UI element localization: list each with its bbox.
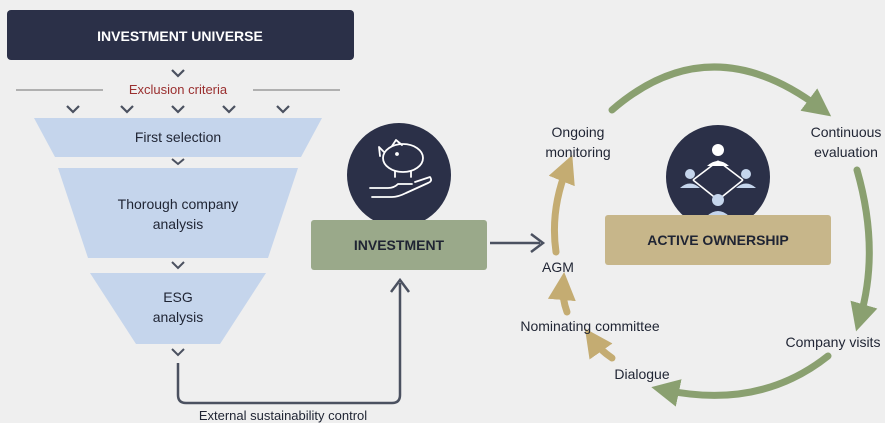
chevron-down-icon — [171, 261, 185, 270]
exclusion-criteria-label: Exclusion criteria — [129, 82, 228, 97]
step-continuous-evaluation: Continuous — [811, 124, 882, 140]
exclusion-chevrons — [66, 105, 290, 114]
chevron-down-icon — [120, 105, 134, 114]
arrow-right-icon — [530, 233, 546, 253]
cycle-arc-agm — [548, 155, 575, 256]
cycle-arc-bottom — [651, 352, 832, 407]
external-control-label: External sustainability control — [199, 408, 367, 423]
chevron-down-icon — [171, 69, 185, 78]
step-ongoing-monitoring: monitoring — [545, 144, 610, 160]
people-network-icon — [680, 144, 756, 216]
chevron-down-icon — [66, 105, 80, 114]
active-ownership-box — [605, 215, 831, 265]
investment-universe-box — [7, 10, 354, 60]
cycle-arc-dialogue — [584, 328, 616, 362]
piggy-bank-icon-circle — [347, 123, 451, 227]
external-control-connector — [176, 283, 402, 405]
cycle-arc-top — [608, 63, 832, 117]
investment-label: INVESTMENT — [354, 237, 445, 253]
chevron-down-icon — [171, 158, 185, 166]
chevron-down-icon — [171, 105, 185, 114]
funnel-stage-esg-analysis — [90, 273, 266, 344]
funnel-stage-label: analysis — [153, 309, 204, 325]
active-ownership-label: ACTIVE OWNERSHIP — [647, 232, 789, 248]
investment-box — [311, 220, 487, 270]
step-continuous-evaluation: evaluation — [814, 144, 878, 160]
step-ongoing-monitoring: Ongoing — [552, 124, 605, 140]
funnel-stage-first-selection — [34, 118, 322, 157]
step-agm: AGM — [542, 259, 574, 275]
funnel-stage-label: analysis — [153, 216, 204, 232]
cycle-arc-right — [850, 166, 878, 332]
chevron-down-icon — [222, 105, 236, 114]
people-network-icon-circle — [666, 125, 770, 229]
step-company-visits: Company visits — [786, 334, 881, 350]
step-dialogue: Dialogue — [614, 366, 669, 382]
funnel-stage-company-analysis — [58, 168, 298, 258]
chevron-down-icon — [171, 348, 185, 357]
cycle-arc-committee — [547, 272, 576, 316]
funnel-stage-label: ESG — [163, 289, 193, 305]
investment-universe-label: INVESTMENT UNIVERSE — [97, 28, 263, 44]
funnel-stage-label: First selection — [135, 129, 221, 145]
step-nominating-committee: Nominating committee — [520, 318, 659, 334]
piggy-bank-hand-icon — [369, 139, 433, 198]
chevron-down-icon — [276, 105, 290, 114]
arrow-up-icon — [390, 277, 410, 293]
funnel-stage-label: Thorough company — [118, 196, 239, 212]
